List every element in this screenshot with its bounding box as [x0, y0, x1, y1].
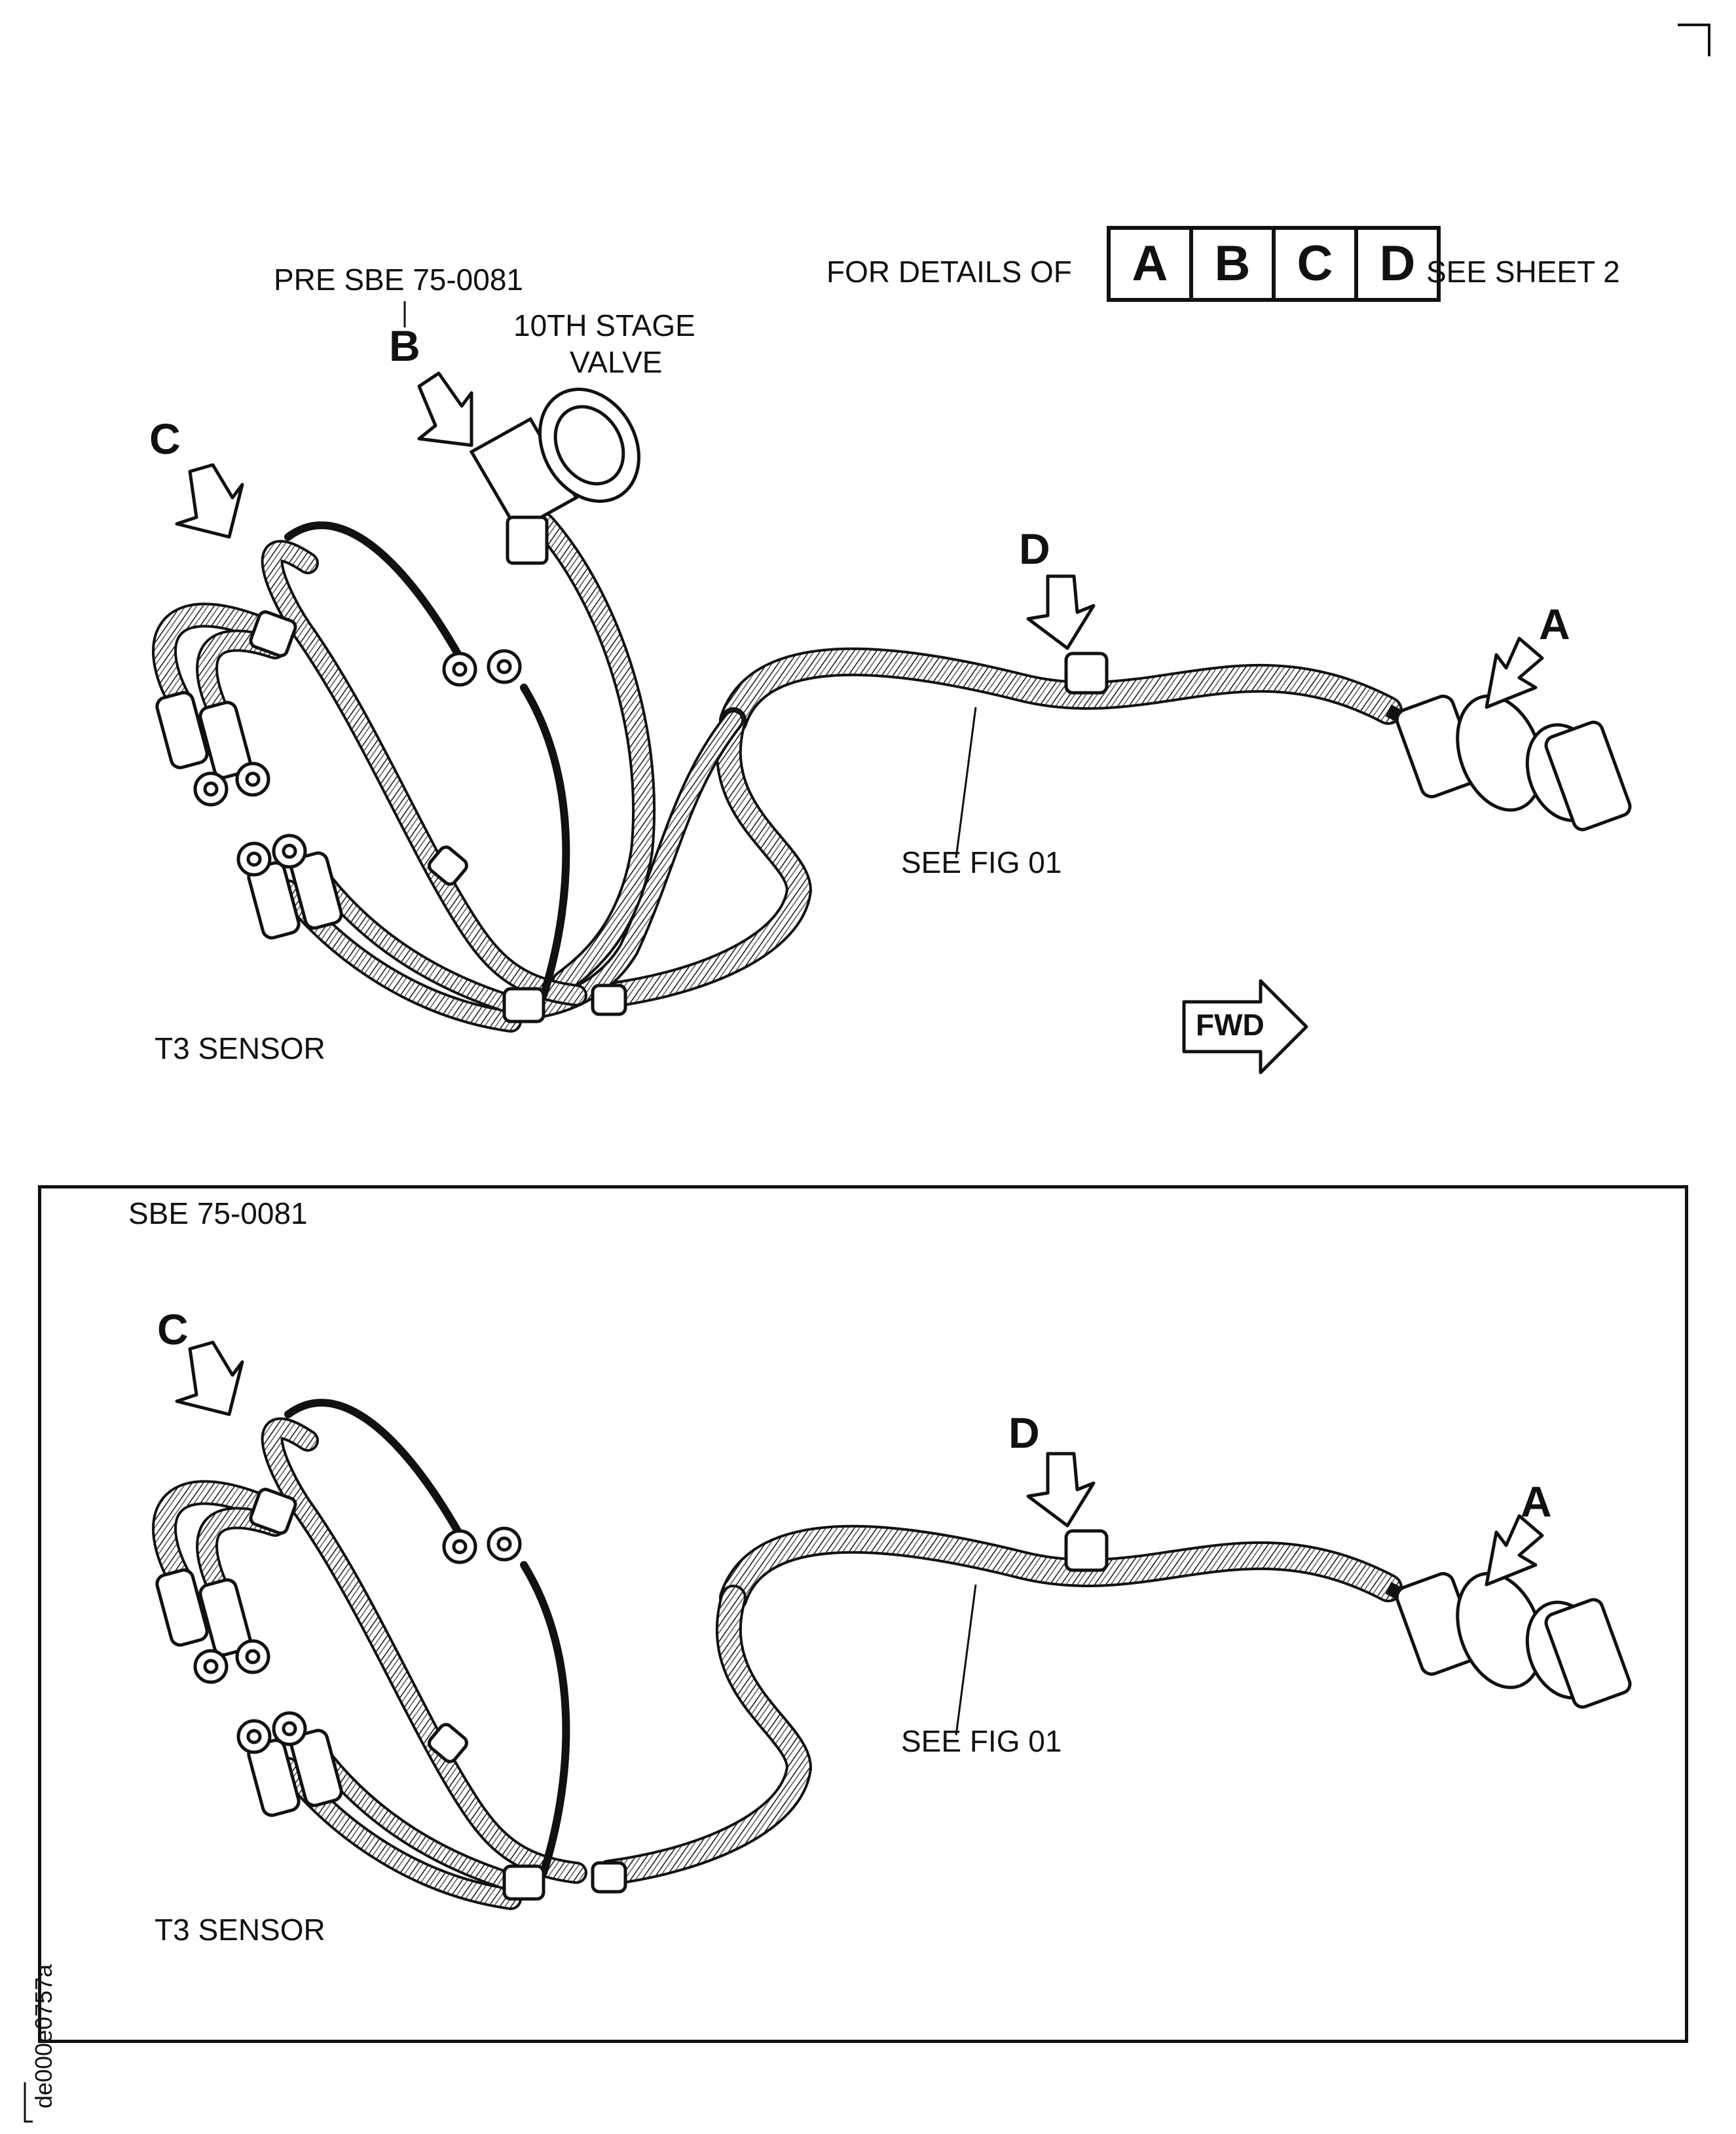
detail-letter-c: C — [1272, 230, 1354, 298]
valve-label-line2: VALVE — [570, 345, 663, 379]
detail-letters-box: A B C D — [1107, 226, 1441, 302]
callout-a-label: A — [1539, 600, 1570, 648]
valve-label-line1: 10TH STAGE — [513, 308, 695, 342]
see-fig-label-bottom: SEE FIG 01 — [901, 1724, 1062, 1758]
callout-c-label-bottom: C — [157, 1305, 189, 1353]
callout-arrow-c — [175, 463, 244, 539]
detail-letter-b: B — [1189, 230, 1272, 298]
sbe-panel — [38, 1185, 1688, 2043]
callout-arrow-a — [1485, 636, 1544, 709]
callout-d-label: D — [1019, 524, 1050, 573]
callout-c-label: C — [149, 414, 181, 463]
t3-sensor-label-bottom: T3 SENSOR — [155, 1913, 325, 1947]
callout-arrow-b — [417, 371, 473, 447]
callout-d-label-bottom: D — [1008, 1408, 1040, 1457]
see-fig-label: SEE FIG 01 — [901, 845, 1062, 879]
figure-id: de000e0757a — [30, 1964, 57, 2108]
detail-letter-d: D — [1354, 230, 1437, 298]
effectivity-pre-sbe: PRE SBE 75-0081 — [274, 263, 524, 297]
details-prefix: FOR DETAILS OF — [826, 255, 1072, 289]
fwd-label: FWD — [1196, 1008, 1265, 1042]
callout-a-label-bottom: A — [1521, 1477, 1552, 1526]
callout-arrow-d — [1026, 574, 1096, 650]
fwd-arrow — [1182, 979, 1308, 1075]
detail-letter-a: A — [1132, 236, 1168, 291]
details-suffix: SEE SHEET 2 — [1426, 255, 1620, 289]
callout-b-label: B — [389, 322, 420, 370]
t3-sensor-label: T3 SENSOR — [155, 1031, 325, 1065]
effectivity-sbe: SBE 75-0081 — [128, 1196, 308, 1230]
